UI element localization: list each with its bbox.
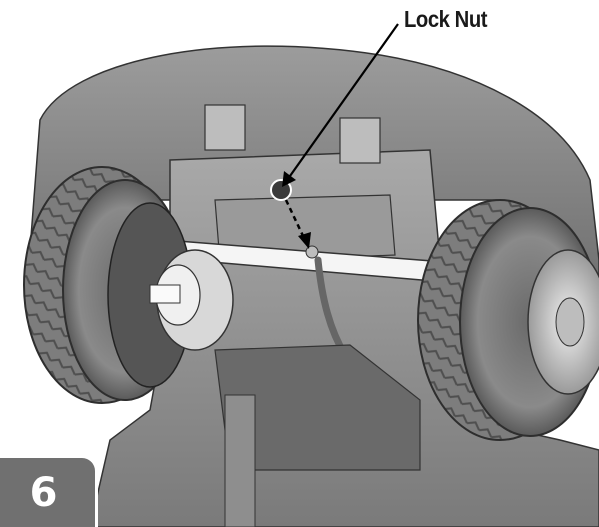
callout-leader-line [289,23,399,177]
right-wheel [417,199,599,441]
left-wheel [23,166,193,404]
center-housing [214,194,396,263]
dashed-arrowhead [298,232,311,249]
lower-frame-left [224,394,256,527]
step-number: 6 [29,469,58,516]
lock-nut-target [305,245,319,259]
lock-nut-label: Lock Nut [404,6,488,32]
bracket-right [339,117,381,164]
left-hub [149,249,234,351]
callout-arrowhead [282,171,296,187]
bracket-left [204,104,246,151]
dashed-direction-arrow [284,199,306,239]
step-number-badge: 6 [0,455,98,527]
